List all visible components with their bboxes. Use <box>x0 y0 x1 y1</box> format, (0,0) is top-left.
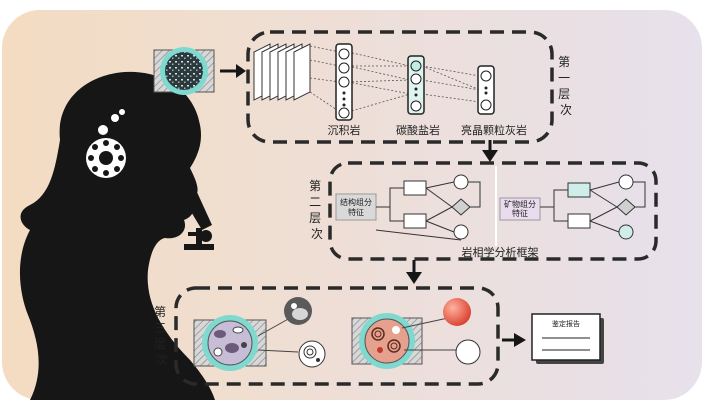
human-head-silhouette <box>19 71 216 400</box>
thin-section-sample-1 <box>193 315 267 371</box>
layer3-label: 第 三 层 次 <box>154 305 170 367</box>
report-title: 鉴定报告 <box>552 319 580 328</box>
svg-text:特征: 特征 <box>348 207 364 217</box>
class-label-1: 沉积岩 <box>328 123 361 137</box>
layer2-frame <box>328 161 658 261</box>
layer2-label: 第 二 层 次 <box>309 179 325 241</box>
grain-detail-2 <box>298 340 326 368</box>
framework-caption: 岩相学分析框架 <box>462 245 539 259</box>
identification-report: 鉴定报告 <box>531 313 604 364</box>
feature-maps <box>253 43 311 101</box>
class-label-2: 碳酸盐岩 <box>396 123 440 137</box>
rock-sample-image <box>153 47 215 95</box>
arrow-layer2-to-3 <box>406 272 422 284</box>
microscope-icon <box>184 190 214 250</box>
layer1-label: 第 一 层 次 <box>558 55 574 117</box>
arrow-to-report <box>514 333 526 347</box>
nn-layer-1 <box>335 43 353 121</box>
mineral-white-circle <box>455 339 481 365</box>
analysis-block-mineral: 矿物组分 特征 <box>499 174 646 240</box>
nn-layer-2 <box>407 55 425 115</box>
arrow-layer1-to-2 <box>482 150 498 162</box>
mineral-red-circle <box>443 298 471 326</box>
analysis-block-structure: 结构组分 特征 <box>335 174 481 241</box>
svg-text:矿物组分: 矿物组分 <box>504 199 536 209</box>
svg-text:特征: 特征 <box>512 208 528 218</box>
layer3-frame <box>174 286 500 386</box>
nn-layer-3 <box>477 65 495 115</box>
grain-detail-1 <box>284 297 312 325</box>
svg-text:结构组分: 结构组分 <box>340 197 372 207</box>
class-label-3: 亮晶颗粒灰岩 <box>461 123 527 137</box>
thin-section-sample-2 <box>351 313 423 369</box>
